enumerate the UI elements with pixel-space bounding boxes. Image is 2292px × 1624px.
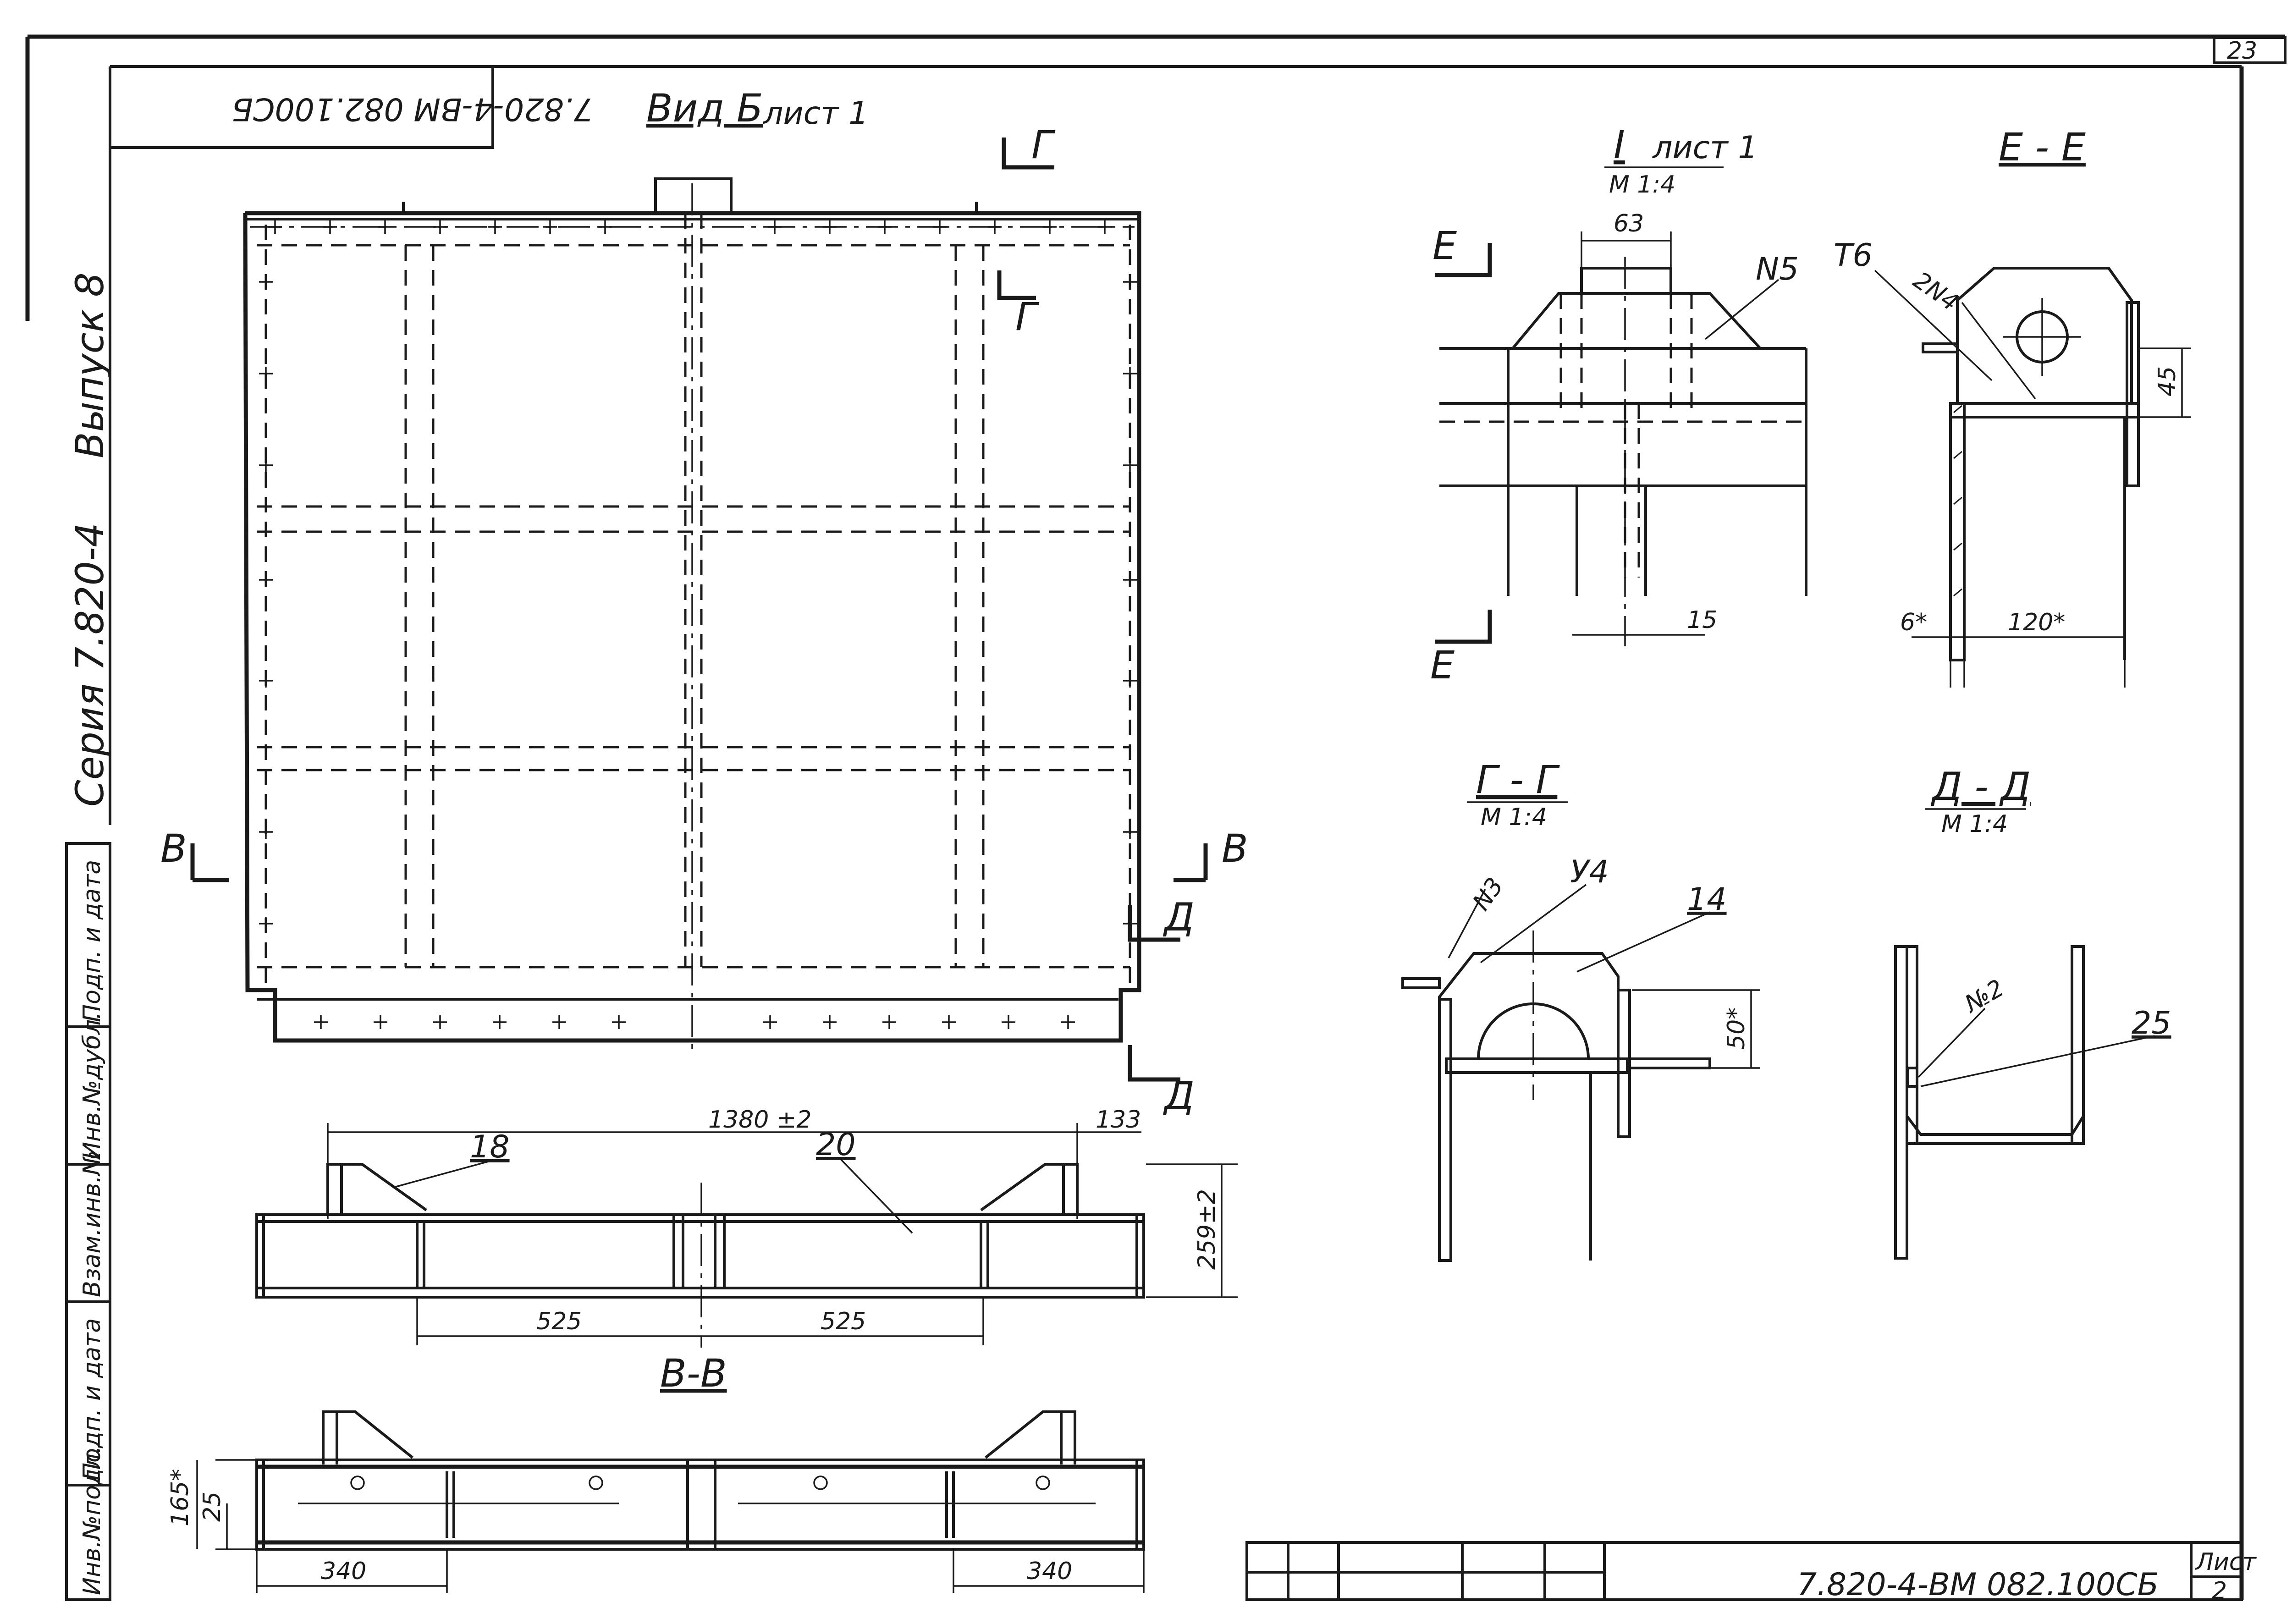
view-b: Вид Б лист 1: [243, 86, 1141, 1050]
marker-e-1: Е: [1432, 223, 1457, 268]
marker-v-left: В: [160, 826, 187, 871]
section-g-scale: М 1:4: [1481, 804, 1547, 831]
section-d-d: Д - Д М 1:4 №2 25: [1894, 764, 2171, 1260]
stamp-top-box: 7.820-4-ВМ 082.100СБ: [110, 65, 594, 149]
part-20: 20: [816, 1127, 856, 1163]
dim-vv-left: 340: [321, 1558, 366, 1585]
part-25: 25: [2132, 1005, 2171, 1041]
dim-span: 1380 ±2: [708, 1106, 812, 1134]
weld-n5: N5: [1756, 251, 1799, 287]
side-stamp-4: Подп. и дата: [78, 1318, 106, 1481]
dim-gap: 15: [1687, 606, 1717, 634]
side-stamp-3: Взам.инв.№: [78, 1151, 106, 1297]
section-d-scale: М 1:4: [1941, 810, 2008, 838]
section-d-title: Д - Д: [1930, 764, 2031, 809]
marker-g-1: Г: [1031, 122, 1056, 167]
list-label: Лист: [2195, 1548, 2257, 1576]
dim-lug-h: 50*: [1723, 1007, 1750, 1050]
marker-d-1: Д: [1163, 895, 1195, 940]
side-stamp-2: Инв.№дубл.: [78, 1012, 106, 1160]
dim-lug-width: 63: [1614, 210, 1644, 237]
marker-d-2: Д: [1163, 1073, 1195, 1118]
stamp-bottom-text: 7.820-4-ВМ 082.100СБ: [1797, 1567, 2159, 1603]
marker-e-2: Е: [1430, 643, 1455, 688]
dim-section-w: 120*: [2008, 609, 2065, 636]
dim-section-h: 45: [2154, 366, 2181, 396]
cut-markers: Г Г В В Д Д: [160, 122, 1248, 1118]
series-label: Серия 7.820-4: [67, 523, 112, 807]
dim-wall: 6*: [1900, 609, 1927, 636]
section-e-e: Е - Е Т6 2N4 45 6* 120*: [1834, 125, 2191, 688]
detail-i: I лист 1 М 1:4 63 N5 15 Е Е: [1430, 122, 1807, 688]
view-b-title: Вид Б: [646, 86, 763, 131]
dim-vv-offset: 25: [198, 1492, 226, 1522]
dim-end: 133: [1096, 1106, 1141, 1134]
weld-t6: Т6: [1834, 237, 1873, 274]
dim-vv-right: 340: [1027, 1558, 1072, 1585]
section-e-title: Е - Е: [1999, 125, 2086, 170]
side-stamp-1: Подп. и дата: [78, 860, 106, 1022]
weld-n2: №2: [1959, 974, 2009, 1019]
list-number: 2: [2212, 1577, 2227, 1605]
stamp-top-text: 7.820-4-ВМ 082.100СБ: [231, 91, 593, 127]
side-elevation: 1380 ±2 133 18 20 259±2: [255, 1106, 1238, 1348]
detail-i-subtitle: лист 1: [1652, 130, 1758, 166]
side-stamp-table: Подп. и дата Инв.№дубл. Взам.инв.№ Подп.…: [65, 842, 111, 1601]
detail-i-scale: М 1:4: [1609, 171, 1675, 198]
title-block: 7.820-4-ВМ 082.100СБ Лист 2: [1245, 1541, 2257, 1605]
page-number: 23: [2227, 37, 2257, 65]
marker-g-2: Г: [1015, 294, 1040, 339]
dim-vv-height: 165*: [166, 1469, 194, 1526]
view-b-subtitle: лист 1: [762, 95, 869, 132]
part-14: 14: [1687, 881, 1727, 918]
series-block: Серия 7.820-4 Выпуск 8: [67, 272, 112, 807]
marker-v-right: В: [1222, 826, 1248, 871]
section-v-title: В-В: [660, 1351, 727, 1396]
part-18: 18: [470, 1129, 510, 1165]
dim-half-right: 525: [821, 1308, 866, 1335]
section-v-v: В-В 165* 25 340 340: [166, 1351, 1145, 1593]
dim-height: 259±2: [1193, 1189, 1221, 1270]
section-g-g: Г - Г М 1:4 N3 У4 14 50*: [1401, 757, 1760, 1262]
side-stamp-5: Инв.№подл.: [78, 1446, 106, 1595]
weld-u4: У4: [1570, 854, 1609, 890]
section-g-title: Г - Г: [1476, 757, 1560, 802]
issue-label: Выпуск 8: [67, 272, 112, 458]
dim-half-left: 525: [536, 1308, 582, 1335]
detail-i-title: I: [1614, 122, 1625, 167]
